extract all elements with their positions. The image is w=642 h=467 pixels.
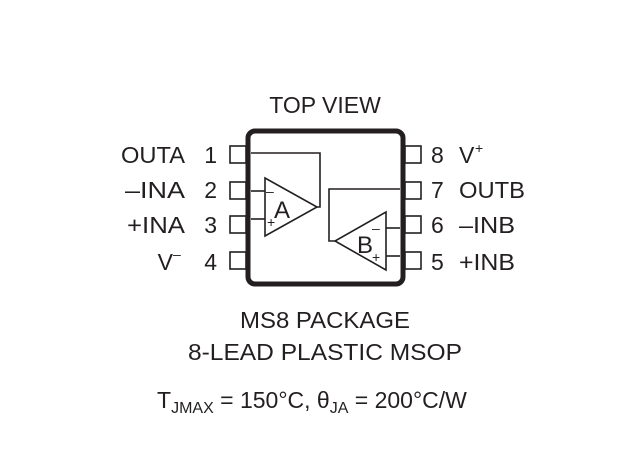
amp-a-feedback-wire	[251, 152, 321, 208]
package-name: MS8 PACKAGE	[240, 307, 410, 333]
package-description: 8-LEAD PLASTIC MSOP	[188, 339, 462, 365]
pin-5-pad	[404, 251, 422, 270]
pin-6-pad	[404, 215, 422, 234]
pin-2-name: –INA	[125, 177, 186, 203]
pin-6-name: –INB	[459, 212, 515, 238]
pin-2-number: 2	[204, 177, 217, 203]
pin-3-pad	[229, 215, 247, 234]
op-amp-a-symbol	[264, 176, 319, 238]
pin-1-pad	[229, 145, 247, 164]
pin-6-number: 6	[431, 212, 444, 238]
pin-5-name: +INB	[459, 249, 515, 275]
theta-value: = 200°C/W	[348, 387, 467, 413]
theta-subscript: JA	[330, 400, 349, 417]
pin-3-name: +INA	[127, 212, 186, 238]
amp-b-plus-sign: +	[372, 249, 380, 265]
tj-subscript: JMAX	[171, 400, 214, 417]
tj-symbol: T	[157, 387, 171, 413]
pin-7-number: 7	[431, 177, 444, 203]
pin-3-number: 3	[204, 212, 217, 238]
pin-8-name: V	[459, 142, 475, 168]
package-body	[245, 128, 406, 287]
pin-5-number: 5	[431, 249, 444, 275]
pin-7-name: OUTB	[459, 177, 525, 203]
pin-8-superscript: +	[475, 140, 483, 156]
amp-a-label: A	[274, 197, 290, 224]
pin-4-number: 4	[204, 249, 217, 275]
pin-7-pad	[404, 181, 422, 200]
pin-8-pad	[404, 145, 422, 164]
pin-8-number: 8	[431, 142, 444, 168]
amp-a-plus-sign: +	[267, 214, 275, 230]
pin-2-pad	[229, 181, 247, 200]
pin-4-name: V	[158, 249, 174, 275]
top-view-title: TOP VIEW	[269, 92, 381, 118]
op-amp-b-symbol	[333, 210, 387, 272]
pin-1-number: 1	[204, 142, 217, 168]
tj-value: = 150°C,	[214, 387, 317, 413]
amp-a-minus-sign: –	[266, 183, 274, 199]
theta-symbol: θ	[317, 387, 330, 413]
pin-1-name: OUTA	[121, 142, 186, 168]
pin-4-pad	[229, 251, 247, 270]
amp-b-minus-sign: –	[372, 220, 380, 236]
amp-b-label: B	[357, 232, 373, 259]
pin-4-superscript: –	[173, 246, 181, 262]
amp-b-feedback-wire	[328, 188, 400, 242]
thermal-spec: TJMAX = 150°C, θJA = 200°C/W	[157, 387, 467, 417]
